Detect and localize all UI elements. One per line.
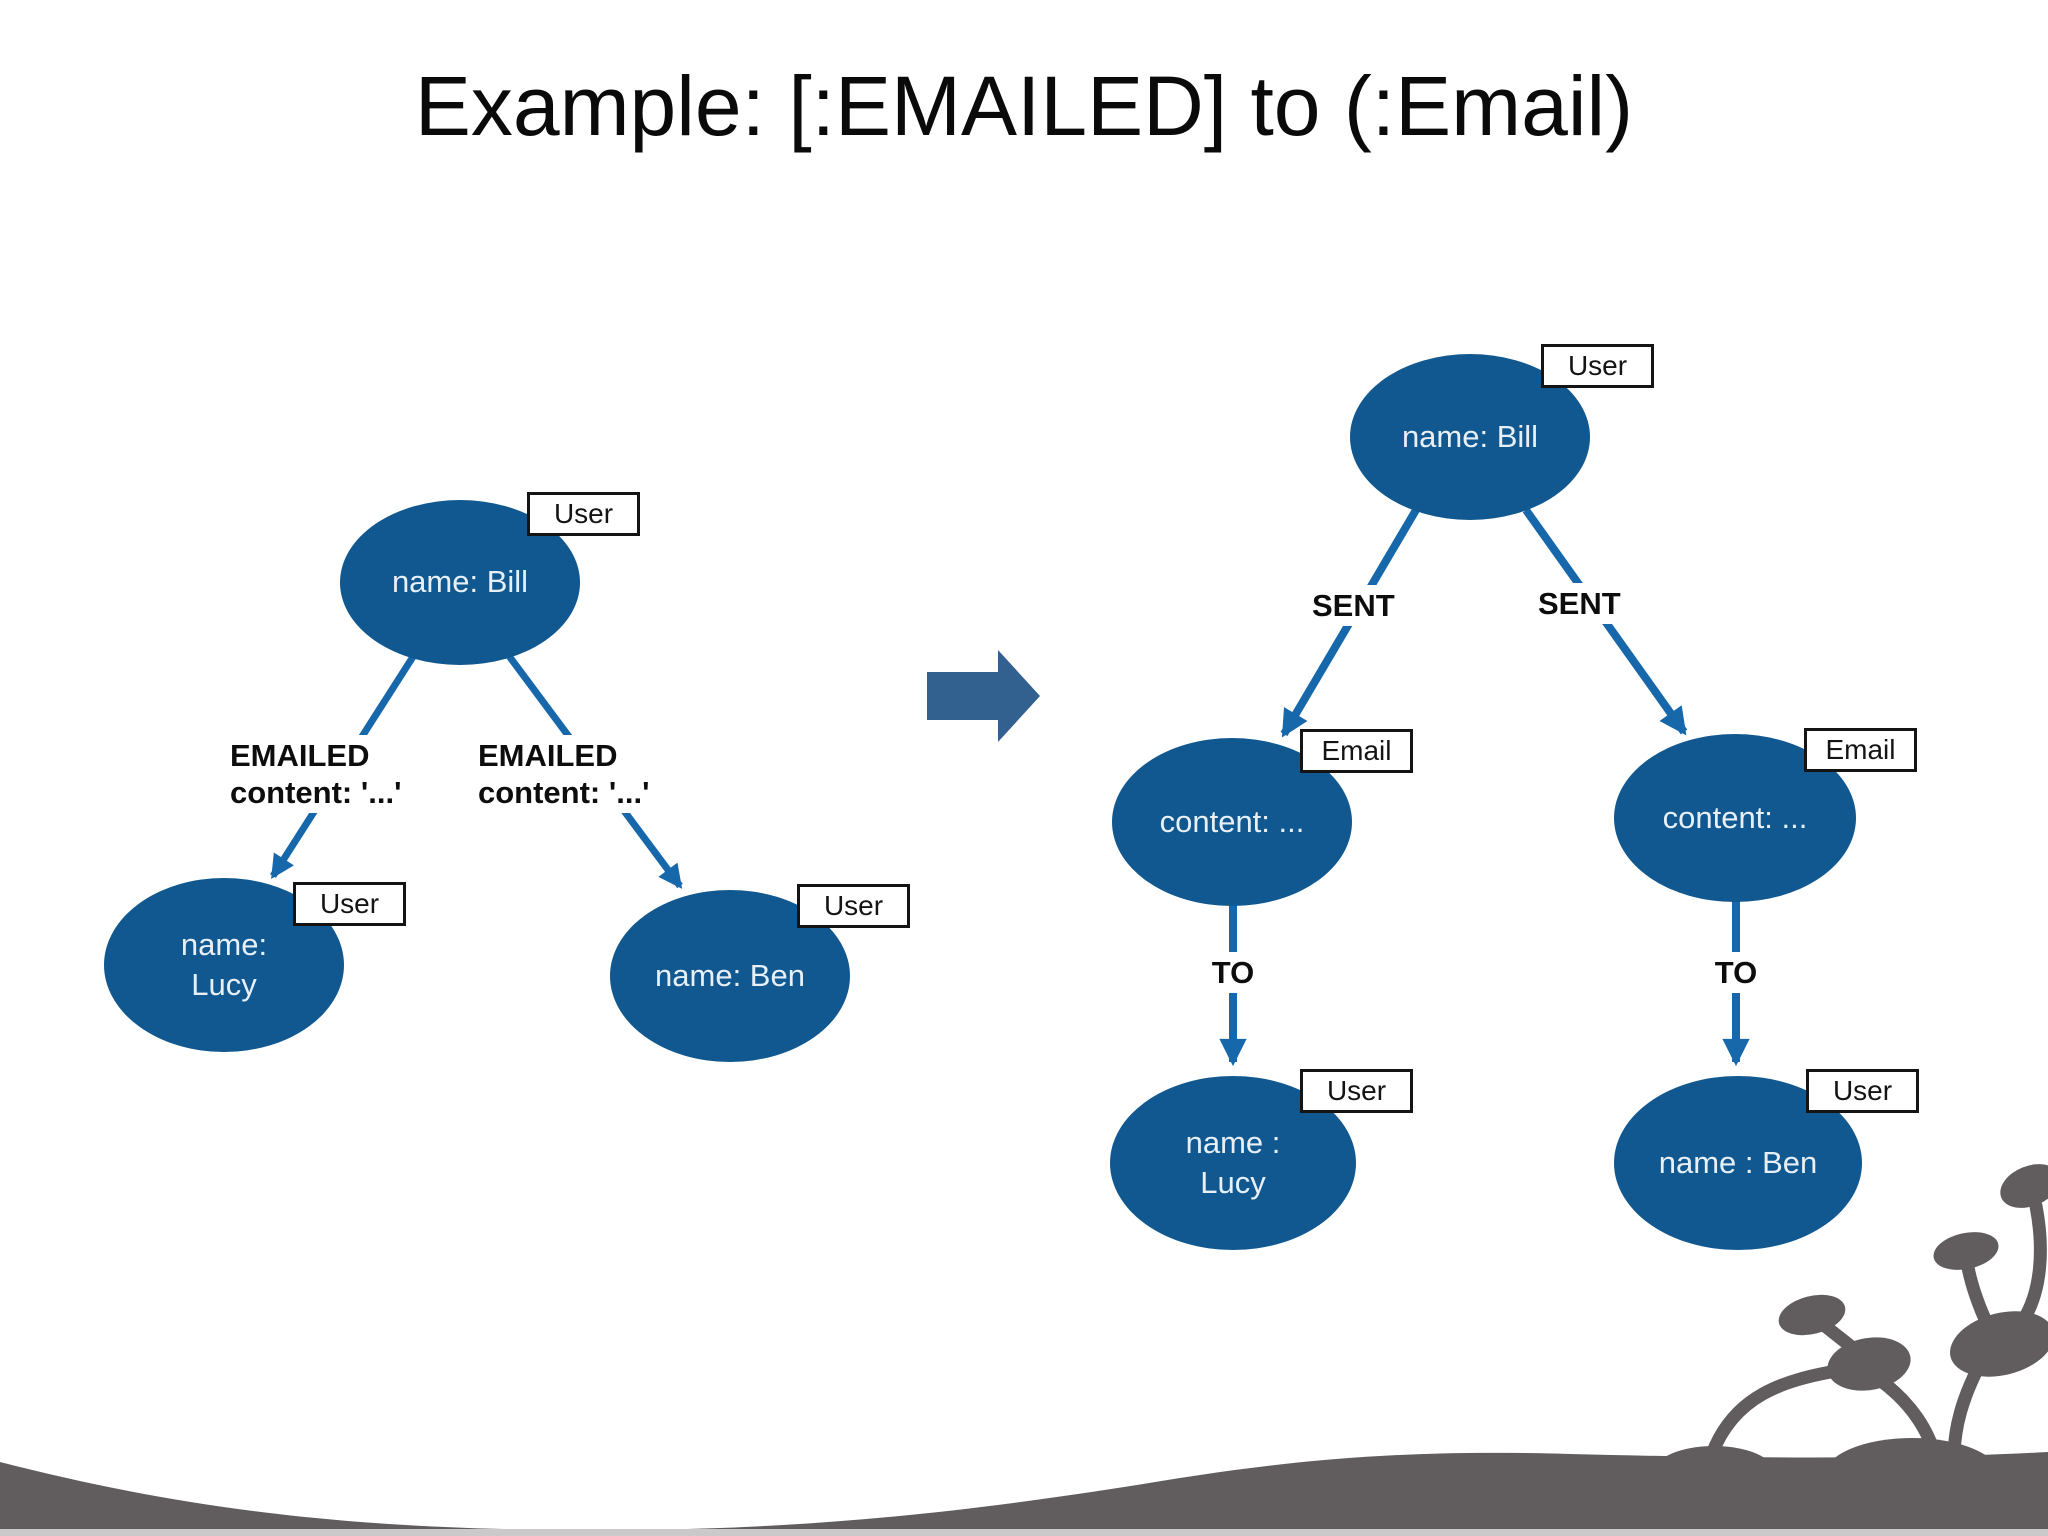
edge-label-emailed-2: EMAILED content: '...' bbox=[472, 735, 656, 814]
edge-label-sent-1: SENT bbox=[1306, 585, 1401, 627]
node-text: content: ... bbox=[1159, 803, 1305, 839]
slide-title: Example: [:EMAILED] to (:Email) bbox=[414, 59, 1634, 153]
node-tag-email-2: Email bbox=[1804, 728, 1917, 772]
node-text: name : Lucy bbox=[1185, 1124, 1281, 1200]
node-tag-user-bill-after: User bbox=[1541, 344, 1654, 388]
footer-bottom-strip bbox=[0, 1529, 2048, 1536]
node-tag-user-lucy-before: User bbox=[293, 882, 406, 926]
edge-label-to-1: TO bbox=[1205, 952, 1261, 994]
node-tag-email-1: Email bbox=[1300, 729, 1413, 773]
node-text: name : Ben bbox=[1658, 1144, 1818, 1180]
node-text: name: Lucy bbox=[180, 926, 268, 1002]
node-user-lucy-after: name : Lucy bbox=[1110, 1076, 1356, 1250]
node-tag-user-lucy-after: User bbox=[1300, 1069, 1413, 1113]
edge-label-sent-2: SENT bbox=[1532, 583, 1627, 625]
node-tag-user-ben-after: User bbox=[1806, 1069, 1919, 1113]
footer-wave bbox=[0, 1452, 2048, 1536]
transform-arrow-icon bbox=[927, 650, 1040, 742]
node-tag-user-bill-before: User bbox=[527, 492, 640, 536]
node-text: name: Bill bbox=[391, 564, 529, 600]
edge-label-emailed-1: EMAILED content: '...' bbox=[224, 735, 408, 814]
node-tag-user-ben-before: User bbox=[797, 884, 910, 928]
node-text: name: Bill bbox=[1401, 418, 1539, 454]
node-email-1: content: ... bbox=[1112, 738, 1352, 906]
node-user-lucy-before: name: Lucy bbox=[104, 878, 344, 1052]
graph-silhouette bbox=[1654, 1164, 2048, 1514]
node-text: name: Ben bbox=[655, 957, 805, 993]
node-text: content: ... bbox=[1662, 799, 1808, 835]
edge-label-to-2: TO bbox=[1708, 952, 1764, 994]
